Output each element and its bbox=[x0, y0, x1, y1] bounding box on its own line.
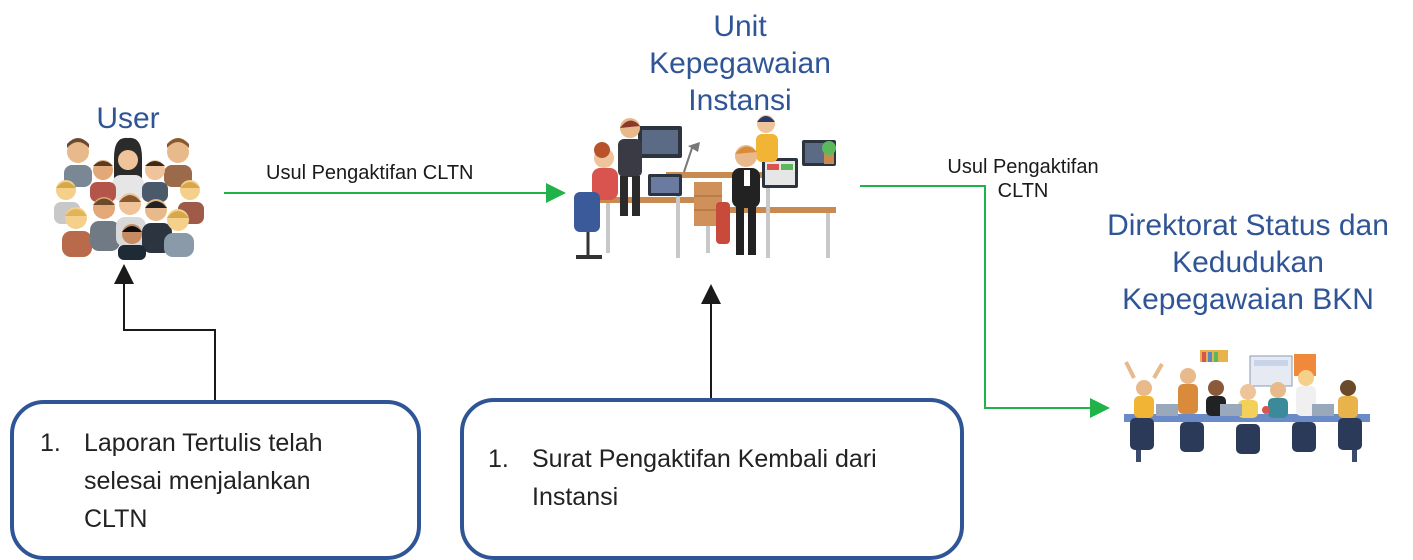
direktorat-title-line-1: Direktorat Status dan bbox=[1107, 209, 1389, 242]
edge-label-unit-to-direktorat: Usul Pengaktifan CLTN bbox=[928, 155, 1118, 203]
unit-note-number: 1. bbox=[488, 445, 509, 473]
user-note-line-1: Laporan Tertulis telah bbox=[84, 429, 323, 457]
unit-note-line-1: Surat Pengaktifan Kembali dari bbox=[532, 445, 877, 473]
user-note-box: 1. Laporan Tertulis telah selesai menjal… bbox=[10, 400, 421, 560]
user-note-item: 1. Laporan Tertulis telah selesai menjal… bbox=[40, 424, 323, 538]
user-note-line-2: selesai menjalankan bbox=[84, 467, 311, 495]
people-group-icon bbox=[54, 137, 204, 260]
user-note-line-3: CLTN bbox=[84, 505, 148, 533]
unit-title-line-2: Kepegawaian bbox=[649, 47, 831, 80]
unit-title: Unit Kepegawaian Instansi bbox=[620, 8, 860, 119]
direktorat-title-line-3: Kepegawaian BKN bbox=[1122, 283, 1374, 316]
team-meeting-illustration bbox=[1124, 350, 1370, 462]
unit-title-line-1: Unit bbox=[713, 10, 767, 43]
arrow-user-note-to-user bbox=[114, 264, 216, 400]
user-note-text: Laporan Tertulis telah selesai menjalank… bbox=[84, 424, 323, 538]
unit-note-list: 1. Surat Pengaktifan Kembali dari Instan… bbox=[488, 440, 877, 516]
edge-label-user-to-unit: Usul Pengaktifan CLTN bbox=[266, 162, 474, 184]
office-workers-illustration bbox=[574, 115, 836, 259]
arrow-unit-to-direktorat bbox=[860, 185, 1110, 418]
unit-note-item: 1. Surat Pengaktifan Kembali dari Instan… bbox=[488, 440, 877, 516]
unit-title-line-3: Instansi bbox=[688, 84, 792, 117]
user-title: User bbox=[96, 102, 160, 135]
unit-note-line-2: Instansi bbox=[532, 483, 619, 511]
direktorat-title: Direktorat Status dan Kedudukan Kepegawa… bbox=[1090, 207, 1406, 318]
user-note-list: 1. Laporan Tertulis telah selesai menjal… bbox=[40, 424, 323, 538]
edge-label-unit-line-2: CLTN bbox=[997, 180, 1049, 202]
edge-label-unit-line-1: Usul Pengaktifan bbox=[947, 156, 1099, 178]
unit-note-text: Surat Pengaktifan Kembali dari Instansi bbox=[532, 440, 877, 516]
unit-note-box: 1. Surat Pengaktifan Kembali dari Instan… bbox=[460, 398, 964, 560]
user-note-number: 1. bbox=[40, 429, 61, 457]
direktorat-title-line-2: Kedudukan bbox=[1172, 246, 1324, 279]
